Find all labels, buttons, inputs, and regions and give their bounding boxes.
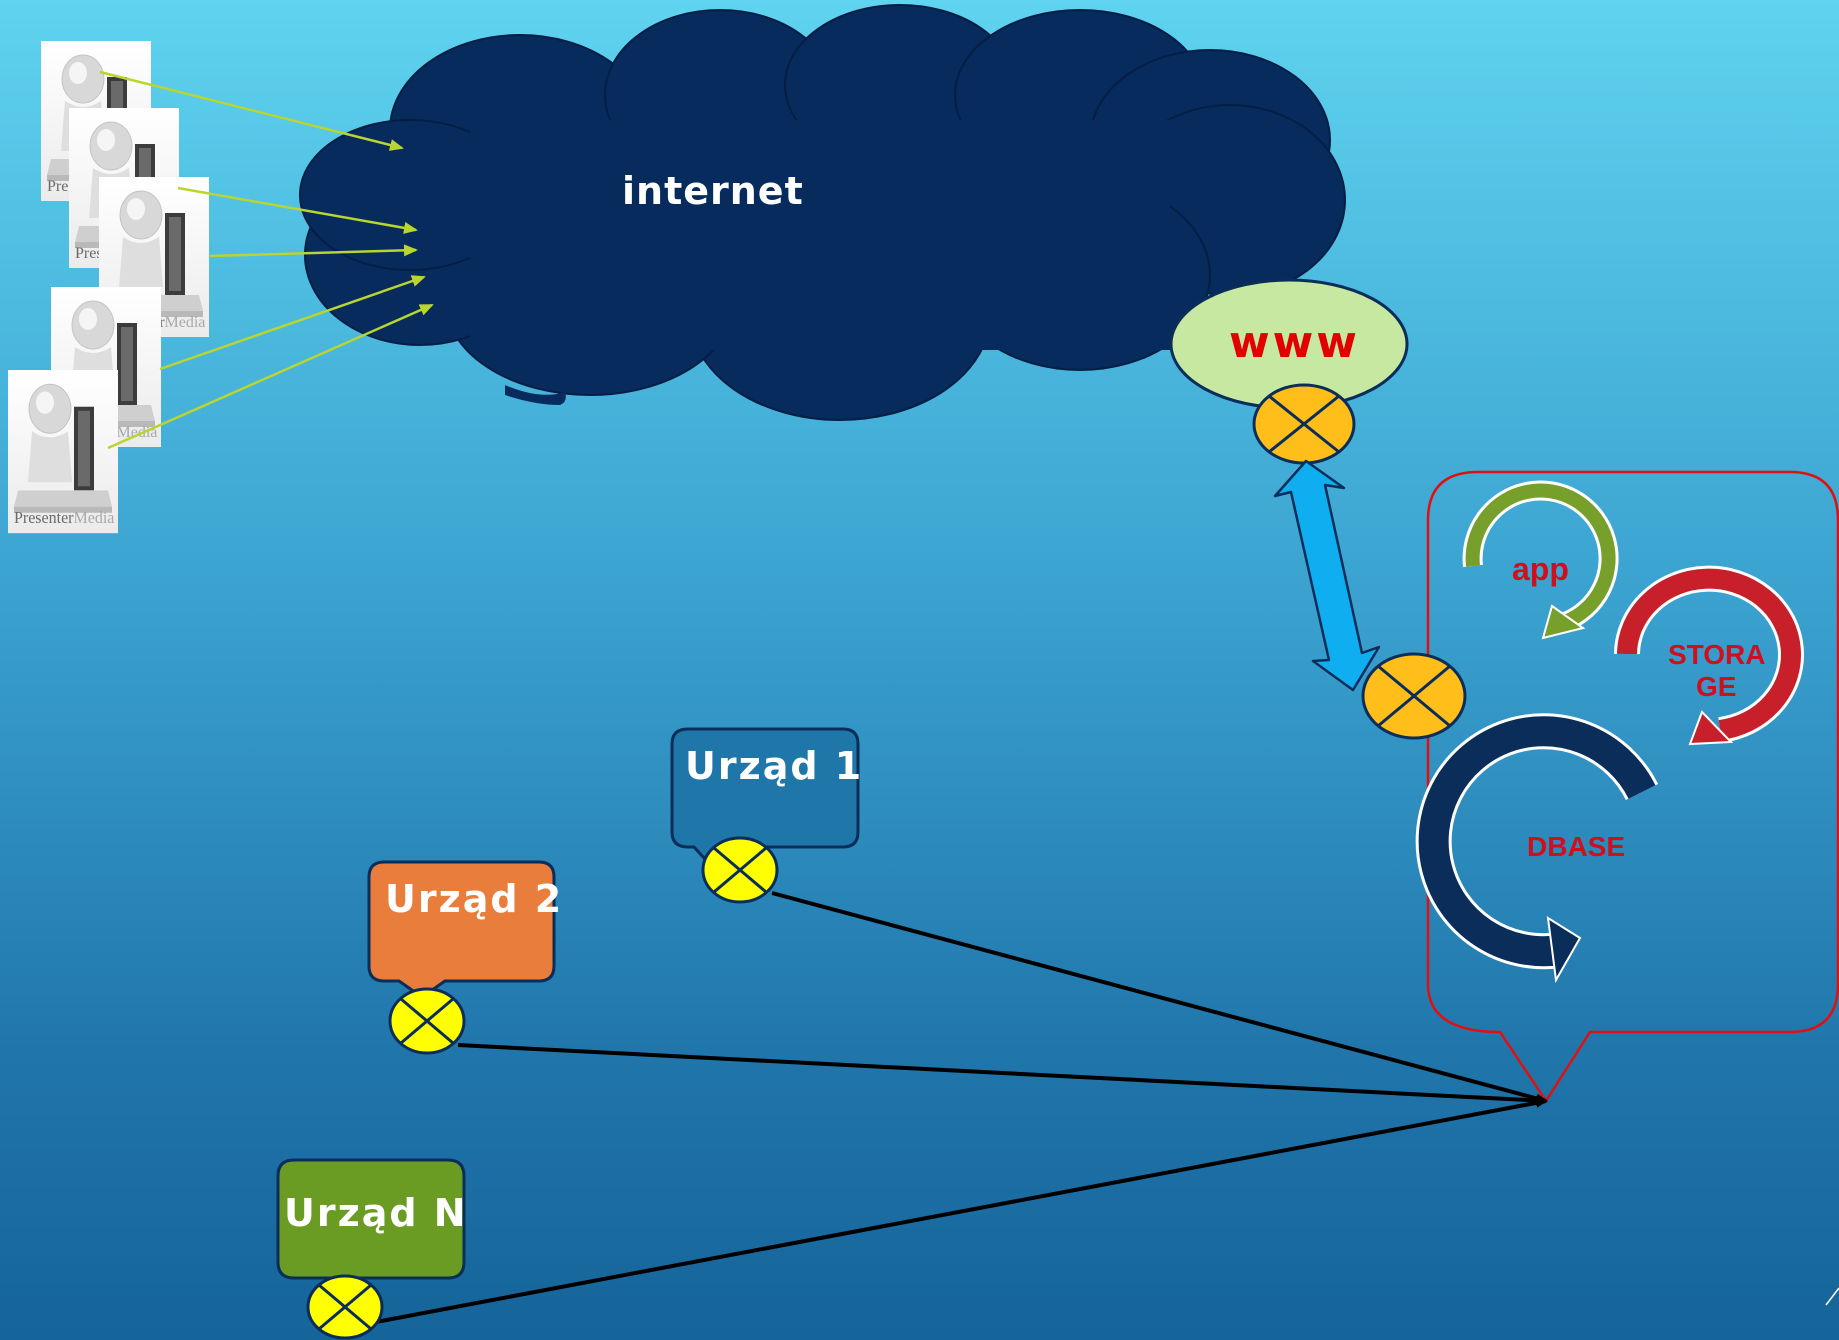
office-2-label: Urząd 2 [385,877,563,921]
www-connector [1252,383,1356,465]
user-arrows [99,70,434,450]
user-arrow [99,70,404,151]
internet-label: internet [622,169,804,213]
www-node: www [1169,278,1409,410]
server-callout [1426,470,1839,1104]
storage-label-line2: GE [1696,671,1736,702]
www-label: www [1229,317,1360,368]
storage-label-line1: STORA [1668,639,1766,670]
office-1: Urząd 1 [670,727,863,904]
storage-cycle-arrow: STORA GE [1614,565,1804,746]
office-1-label: Urząd 1 [685,744,863,788]
user-arrow [177,186,418,234]
dbase-cycle-arrow: DBASE [1415,713,1659,984]
app-cycle-arrow: app [1462,480,1619,640]
user-arrow [159,275,426,371]
link-office-2 [457,1043,1548,1106]
svg-text:PresenterMedia: PresenterMedia [14,510,114,527]
user-arrow [107,303,434,450]
server-connector [1361,652,1467,740]
double-arrow [1273,459,1381,692]
office-links [375,891,1548,1324]
users-group: Presenter Presenter PresenterMedia Prese… [7,40,210,534]
link-office-n [375,1097,1548,1324]
link-office-1 [771,891,1548,1104]
office-n-label: Urząd N [284,1191,468,1235]
corner-line [1825,1287,1839,1306]
user-arrow [209,244,418,258]
user-icon: PresenterMedia [7,369,119,534]
internet-cloud: internet [299,4,1346,421]
office-n: Urząd N [276,1158,468,1340]
office-2: Urząd 2 [367,860,563,1055]
app-label: app [1512,551,1569,587]
dbase-label: DBASE [1527,831,1625,862]
